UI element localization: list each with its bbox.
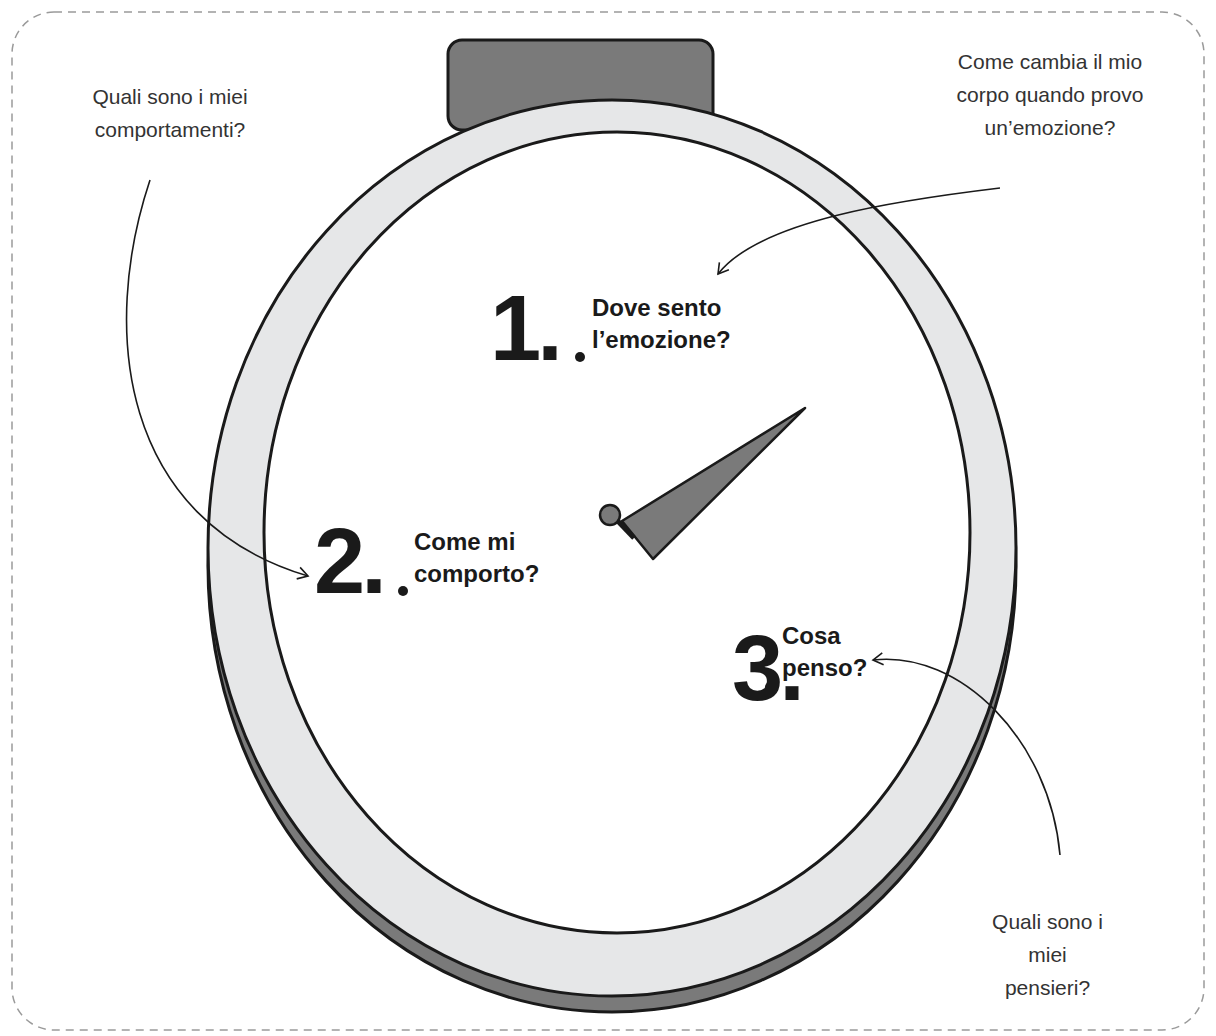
question-text: Cosa penso? xyxy=(782,620,882,684)
question-text: Come mi comporto? xyxy=(414,526,564,590)
callout-number: 2. xyxy=(314,515,383,607)
question-text: Dove sento l’emozione? xyxy=(592,292,742,356)
callout-question: Quali sono i miei comportamenti? xyxy=(30,80,310,146)
callout-question: Quali sono i miei pensieri? xyxy=(985,905,1110,1004)
callout-number: 1. xyxy=(490,282,559,374)
callout-question: Come cambia il mio corpo quando provo un… xyxy=(935,45,1165,144)
stopwatch-face: 1. Dove sento l’emozione? 2. Come mi compor… xyxy=(262,130,972,935)
